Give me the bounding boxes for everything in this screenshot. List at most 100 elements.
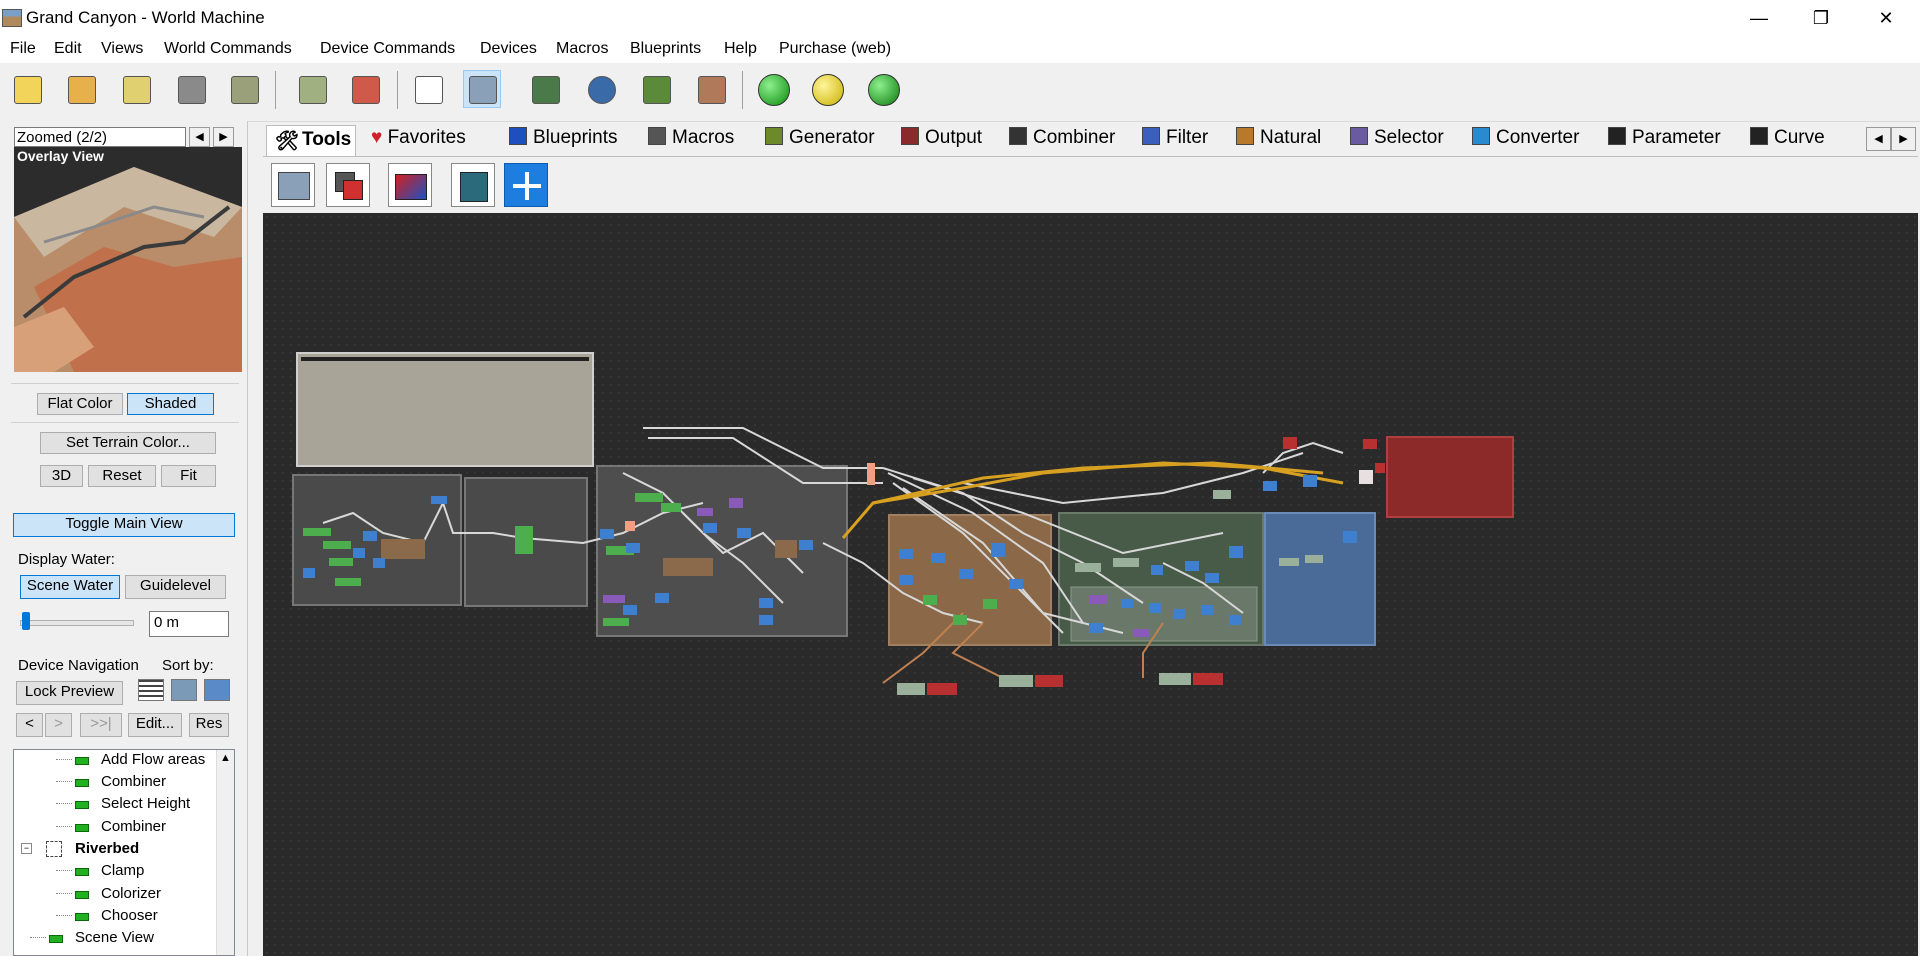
comment-frame [296, 352, 594, 467]
build-yellow-icon[interactable] [808, 70, 846, 108]
open-icon[interactable] [62, 70, 100, 108]
device-icon [49, 935, 63, 943]
overlay-preview[interactable]: Overlay View [14, 147, 242, 372]
close-button[interactable]: ✕ [1878, 8, 1894, 28]
preview-label: Overlay View [17, 148, 104, 164]
curve-icon [1750, 127, 1768, 145]
terrain-icon[interactable] [293, 70, 331, 108]
world-view-icon[interactable] [582, 70, 620, 108]
menu-blueprints[interactable]: Blueprints [630, 40, 702, 57]
new-world-icon[interactable] [8, 70, 46, 108]
group-icon [46, 841, 62, 857]
shaded-button[interactable]: Shaded [127, 393, 214, 415]
color-tool-icon[interactable] [388, 163, 432, 207]
save-icon[interactable] [172, 70, 210, 108]
zoom-select[interactable]: Zoomed (2/2) [14, 127, 186, 147]
build-world-icon[interactable] [864, 70, 902, 108]
tab-combiner[interactable]: Combiner [1009, 127, 1115, 155]
tab-parameter[interactable]: Parameter [1608, 127, 1721, 155]
menu-help[interactable]: Help [724, 40, 757, 57]
nav-back-button[interactable]: < [16, 713, 43, 737]
tab-selector[interactable]: Selector [1350, 127, 1444, 155]
res-button[interactable]: Res [189, 713, 229, 737]
build-green-icon[interactable] [754, 70, 792, 108]
group-tool-icon[interactable] [326, 163, 370, 207]
texture-view-icon[interactable] [692, 70, 730, 108]
generator-icon [765, 127, 783, 145]
selector-icon [1350, 127, 1368, 145]
reset-button[interactable]: Reset [88, 465, 156, 487]
tab-curve[interactable]: Curve [1750, 127, 1825, 155]
sort-type-icon[interactable] [171, 679, 197, 701]
tiled-view-icon[interactable] [526, 70, 564, 108]
macro-tool-icon[interactable] [451, 163, 495, 207]
export-icon[interactable] [225, 70, 263, 108]
tab-favorites[interactable]: ♥ Favorites [371, 127, 466, 148]
zoom-prev-button[interactable]: ◀ [189, 127, 210, 147]
display-water-label: Display Water: [18, 551, 115, 568]
node-graph-canvas[interactable] [263, 213, 1918, 956]
menu-views[interactable]: Views [101, 40, 144, 57]
random-seed-icon[interactable] [409, 70, 447, 108]
layout-view-icon[interactable] [463, 70, 501, 108]
tab-scroll-left-button[interactable]: ◀ [1866, 127, 1891, 151]
maximize-button[interactable]: ❐ [1812, 8, 1830, 28]
menu-purchase[interactable]: Purchase (web) [779, 40, 892, 57]
menu-edit[interactable]: Edit [54, 40, 82, 57]
add-device-icon[interactable] [504, 163, 548, 207]
parameter-icon [1608, 127, 1626, 145]
device-icon [75, 891, 89, 899]
menu-macros[interactable]: Macros [556, 40, 609, 57]
filter-icon [1142, 127, 1160, 145]
edit-icon[interactable] [346, 70, 384, 108]
tab-natural[interactable]: Natural [1236, 127, 1321, 155]
water-slider-thumb[interactable] [22, 612, 30, 630]
tools-toolbar [263, 157, 1918, 214]
tab-converter[interactable]: Converter [1472, 127, 1579, 155]
app-icon [2, 9, 22, 27]
tab-tools[interactable]: 🛠Tools [266, 125, 356, 156]
layout-tool-icon[interactable] [271, 163, 315, 207]
converter-icon [1472, 127, 1490, 145]
tab-blueprints[interactable]: Blueprints [509, 127, 618, 155]
nav-end-button[interactable]: >>| [80, 713, 122, 737]
toggle-main-view-button[interactable]: Toggle Main View [13, 513, 235, 537]
device-icon [75, 824, 89, 832]
fit-button[interactable]: Fit [161, 465, 216, 487]
collapse-icon[interactable]: − [21, 843, 32, 854]
tab-macros[interactable]: Macros [648, 127, 734, 155]
sort-list-icon[interactable] [138, 679, 164, 701]
help-icon[interactable] [117, 70, 155, 108]
tab-filter[interactable]: Filter [1142, 127, 1208, 155]
edit-device-button[interactable]: Edit... [128, 713, 182, 737]
scroll-up-icon[interactable]: ▲ [220, 752, 231, 764]
tree-scrollbar[interactable]: ▲ [216, 750, 234, 955]
flat-color-button[interactable]: Flat Color [37, 393, 123, 415]
scene-water-button[interactable]: Scene Water [20, 575, 120, 599]
tab-output[interactable]: Output [901, 127, 982, 155]
menu-file[interactable]: File [10, 40, 36, 57]
tab-generator[interactable]: Generator [765, 127, 875, 155]
heart-icon: ♥ [371, 127, 383, 148]
device-tab-bar: 🛠Tools ♥ Favorites Blueprints Macros Gen… [263, 123, 1918, 157]
menu-devices[interactable]: Devices [480, 40, 537, 57]
menu-bar: File Edit Views World Commands Device Co… [0, 37, 1920, 63]
3d-view-icon[interactable] [637, 70, 675, 108]
terrain-preview-image [14, 167, 242, 372]
menu-world-commands[interactable]: World Commands [164, 40, 292, 57]
sort-tree-icon[interactable] [204, 679, 230, 701]
set-terrain-color-button[interactable]: Set Terrain Color... [40, 432, 216, 454]
zoom-next-button[interactable]: ▶ [213, 127, 234, 147]
water-slider[interactable] [20, 620, 134, 626]
copper-wires [882, 612, 1164, 684]
water-level-input[interactable]: 0 m [149, 611, 229, 637]
menu-device-commands[interactable]: Device Commands [320, 40, 456, 57]
guidelevel-button[interactable]: Guidelevel [125, 575, 226, 599]
tab-scroll-right-button[interactable]: ▶ [1891, 127, 1916, 151]
nav-forward-button[interactable]: > [45, 713, 72, 737]
3d-button[interactable]: 3D [40, 465, 83, 487]
lock-preview-button[interactable]: Lock Preview [16, 681, 123, 705]
minimize-button[interactable]: — [1750, 8, 1768, 28]
title-bar: Grand Canyon - World Machine — ❐ ✕ [0, 0, 1920, 37]
device-tree[interactable]: Add Flow areas Combiner Select Height Co… [13, 749, 235, 956]
